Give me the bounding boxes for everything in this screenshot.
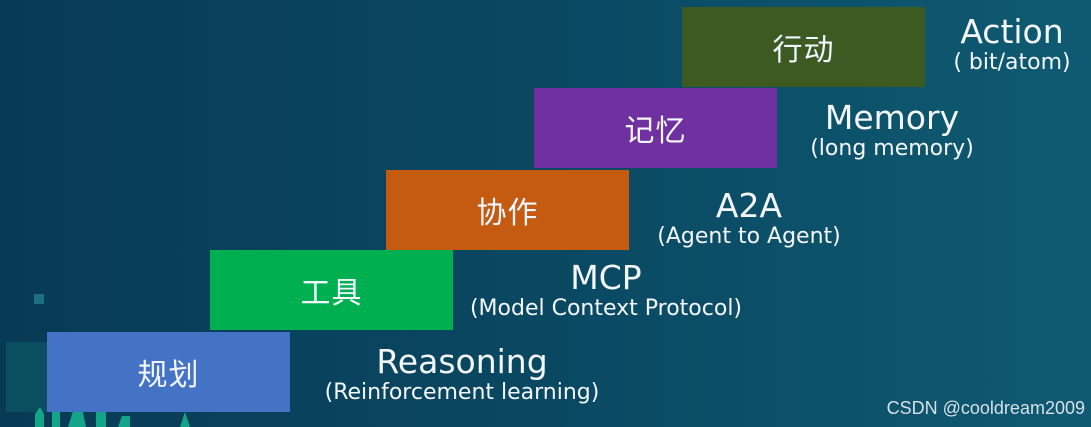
step-block-label: 协作: [476, 196, 539, 231]
step-block-label: 行动: [772, 33, 835, 68]
step-title: Memory: [824, 98, 960, 137]
step-label-mcp: MCP (Model Context Protocol): [456, 260, 756, 322]
decorative-square: [34, 294, 44, 304]
step-block-label: 工具: [300, 276, 363, 311]
step-block-planning: 规划: [47, 332, 290, 412]
step-block-action: 行动: [682, 7, 925, 87]
step-label-action: Action ( bit/atom): [944, 14, 1080, 76]
step-title: Action: [960, 12, 1064, 51]
step-subtitle: (Agent to Agent): [657, 224, 841, 249]
step-block-label: 规划: [137, 358, 200, 393]
step-subtitle: (long memory): [810, 136, 974, 161]
step-subtitle: ( bit/atom): [953, 50, 1071, 75]
step-label-reasoning: Reasoning (Reinforcement learning): [316, 344, 608, 406]
step-title: A2A: [715, 186, 783, 225]
decorative-panel: [6, 342, 48, 412]
step-label-memory: Memory (long memory): [800, 100, 984, 162]
step-title: MCP: [570, 258, 642, 297]
step-block-label: 记忆: [624, 114, 687, 149]
decorative-skyline-icon: [35, 407, 190, 427]
step-block-collaboration: 协作: [386, 170, 629, 250]
step-label-a2a: A2A (Agent to Agent): [646, 188, 852, 250]
step-block-tools: 工具: [210, 250, 453, 330]
step-title: Reasoning: [376, 342, 548, 381]
step-subtitle: (Model Context Protocol): [469, 296, 743, 321]
step-subtitle: (Reinforcement learning): [324, 380, 600, 405]
step-block-memory: 记忆: [534, 88, 777, 168]
watermark: CSDN @cooldream2009: [886, 398, 1085, 418]
